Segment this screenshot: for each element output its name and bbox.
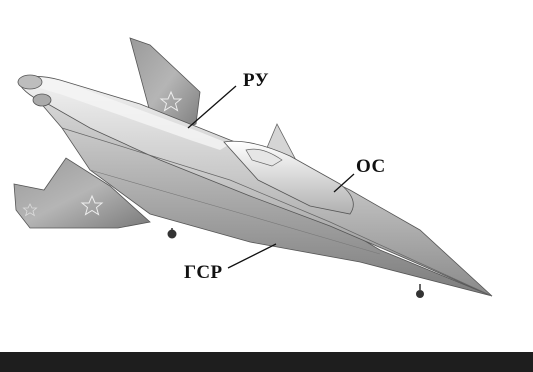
label-os: ОС bbox=[356, 156, 386, 178]
nose-cone-lower bbox=[33, 94, 51, 106]
bottom-bar bbox=[0, 352, 533, 372]
label-gsr: ГСР bbox=[184, 262, 223, 284]
landing-gear-front bbox=[416, 290, 424, 298]
leader-line-gsr bbox=[228, 244, 276, 268]
aircraft-illustration bbox=[0, 0, 533, 330]
label-ru: РУ bbox=[243, 70, 269, 92]
nose-cone-upper bbox=[18, 75, 42, 89]
